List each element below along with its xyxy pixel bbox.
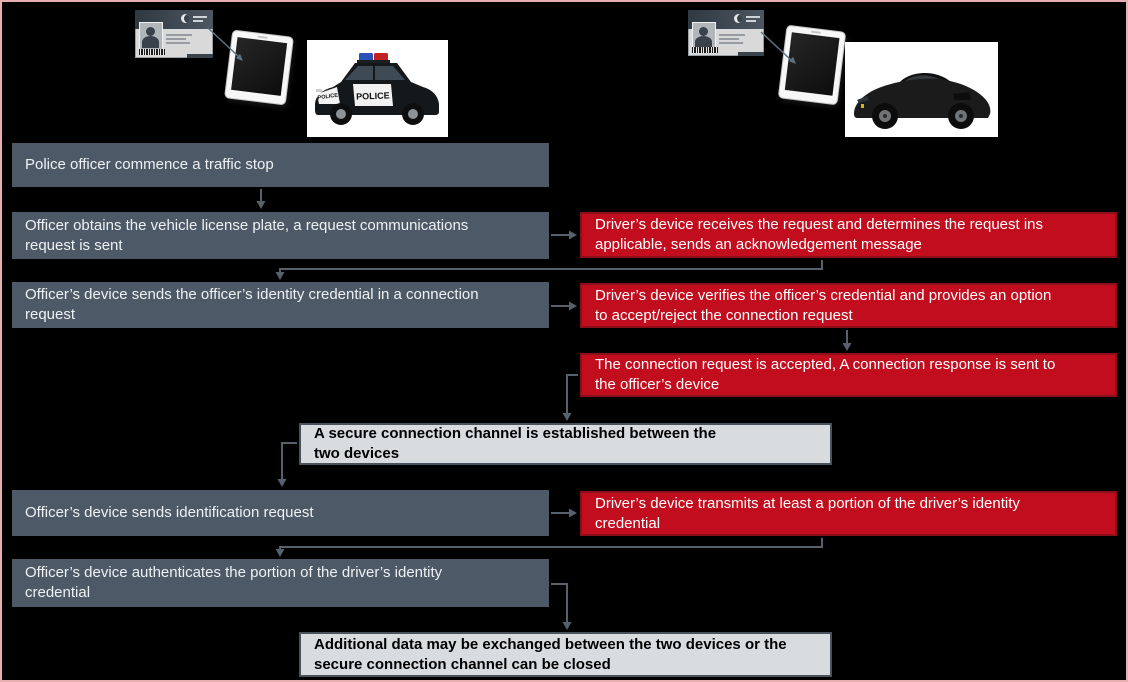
flow-step-officer-4: Officer’s device sends identification re…: [12, 490, 549, 536]
driver-tablet-icon: [777, 24, 847, 106]
light-bar-red: [374, 53, 388, 61]
id-card-strip: [187, 54, 213, 58]
id-photo-silhouette: [139, 22, 163, 50]
flow-step-shared-2: Additional data may be exchanged between…: [299, 632, 832, 677]
step-text: Officer’s device sends the officer’s ide…: [25, 286, 479, 323]
flow-step-officer-3: Officer’s device sends the officer’s ide…: [12, 282, 549, 328]
driver-id-card: [688, 10, 764, 56]
id-header-text-bar: [193, 20, 203, 22]
crescent-logo-icon: [181, 14, 190, 23]
id-card-strip: [738, 52, 764, 56]
flow-step-driver-2: Driver’s device verifies the officer’s c…: [580, 283, 1117, 328]
officer-tablet-icon: [224, 29, 294, 106]
flow-step-driver-3: The connection request is accepted, A co…: [580, 353, 1117, 397]
step-text: Officer’s device authenticates the porti…: [25, 564, 443, 601]
police-hood-label: POLICE: [317, 93, 338, 102]
flow-step-officer-2: Officer obtains the vehicle license plat…: [12, 212, 549, 259]
step-text: Additional data may be exchanged between…: [314, 635, 787, 673]
step-text: A secure connection channel is establish…: [314, 425, 717, 462]
flow-step-officer-1: Police officer commence a traffic stop: [12, 143, 549, 187]
light-bar-blue: [359, 53, 373, 61]
step-text: Police officer commence a traffic stop: [25, 156, 274, 173]
id-text-line: [166, 38, 186, 40]
id-text-line: [166, 42, 190, 44]
id-header-text-bar: [746, 20, 756, 22]
sports-car-photo: [845, 42, 998, 137]
id-text-line: [719, 42, 743, 44]
tablet-screen: [231, 37, 288, 96]
id-text-line: [166, 34, 192, 36]
step-text: Driver’s device verifies the officer’s c…: [595, 286, 1052, 324]
barcode: [139, 49, 165, 55]
id-text-line: [719, 34, 745, 36]
car-badge: [861, 104, 864, 108]
flow-step-driver-4: Driver’s device transmits at least a por…: [580, 491, 1117, 536]
id-text-line: [719, 38, 739, 40]
step-text: The connection request is accepted, A co…: [595, 356, 1056, 393]
step-text: Driver’s device receives the request and…: [595, 216, 1044, 253]
id-header-text-bar: [746, 16, 760, 18]
officer-id-card: [135, 10, 213, 58]
step-text: Officer’s device sends identification re…: [25, 504, 314, 521]
flow-step-officer-5: Officer’s device authenticates the porti…: [12, 559, 549, 607]
step-text: Driver’s device transmits at least a por…: [595, 494, 1020, 532]
flow-step-shared-1: A secure connection channel is establish…: [299, 423, 832, 465]
police-door-label: POLICE: [356, 90, 390, 101]
id-header-text-bar: [193, 16, 207, 18]
flow-step-driver-1: Driver’s device receives the request and…: [580, 212, 1117, 258]
crescent-logo-icon: [734, 14, 743, 23]
barcode: [692, 47, 718, 53]
police-car-photo: POLICE POLICE: [307, 40, 448, 137]
id-photo-silhouette: [692, 22, 716, 50]
tablet-screen: [784, 32, 840, 96]
step-text: Officer obtains the vehicle license plat…: [25, 216, 469, 254]
